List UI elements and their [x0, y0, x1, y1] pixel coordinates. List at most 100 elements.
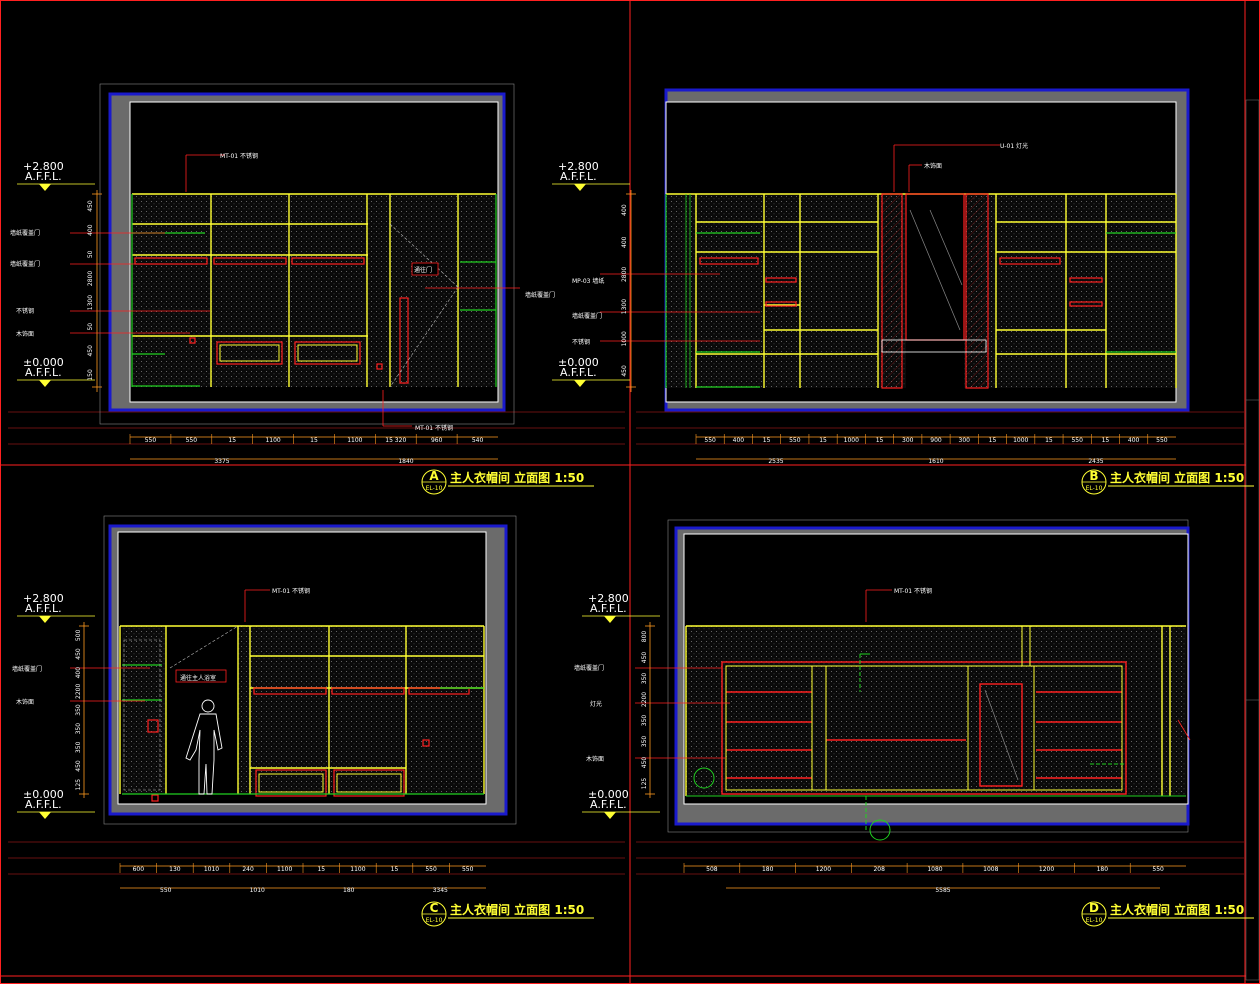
horizontal-dim-label: 15 [763, 437, 771, 444]
vertical-dim-label: 2200 [641, 692, 648, 707]
horizontal-dim-label: 400 [1128, 437, 1140, 444]
annotation-label: MT-01 不锈钢 [220, 152, 258, 160]
level-markers: +2.800A.F.F.L.±0.000A.F.F.L.+2.800A.F.F.… [17, 160, 660, 819]
view-title: 主人衣帽间 立面图 1:50 [1110, 470, 1244, 485]
view-titles: A EL-10 主人衣帽间 立面图 1:50 B EL-10 主人衣帽间 立面图 1:50… [421, 469, 1254, 927]
horizontal-dim-total: 3345 [433, 887, 448, 894]
horizontal-dim-label: 550 [789, 437, 801, 444]
view-marker-letter: A [429, 469, 439, 483]
level-triangle [574, 380, 586, 387]
annotation-label: 不锈钢 [16, 307, 34, 315]
view-marker-letter: C [430, 901, 439, 915]
level-afl: A.F.F.L. [590, 798, 627, 811]
vertical-dim-label: 800 [641, 631, 648, 643]
horizontal-dim-total: 2435 [1088, 458, 1103, 465]
horizontal-dim-label: 208 [873, 866, 885, 873]
level-afl: A.F.F.L. [560, 170, 597, 183]
level-triangle [39, 380, 51, 387]
level-afl: A.F.F.L. [25, 602, 62, 615]
view-title: 主人衣帽间 立面图 1:50 [1110, 902, 1244, 917]
horizontal-dim-label: 600 [133, 866, 145, 873]
elevation-panel-b [600, 88, 1190, 460]
annotation-label: MP-03 墙纸 [572, 277, 604, 285]
horizontal-dim-label: 300 [959, 437, 971, 444]
horizontal-dim-label: 15 [989, 437, 997, 444]
level-triangle [574, 184, 586, 191]
annotation-label: U-01 灯光 [1000, 142, 1028, 150]
horizontal-dim-label: 15 320 [385, 437, 406, 444]
level-afl: A.F.F.L. [25, 798, 62, 811]
horizontal-dim-label: 1000 [1013, 437, 1028, 444]
horizontal-dim-label: 400 [733, 437, 745, 444]
vertical-dim-label: 450 [87, 200, 94, 212]
horizontal-dim-total: 3375 [214, 458, 229, 465]
elevation-panel-c [70, 515, 517, 889]
horizontal-dim-label: 15 [1045, 437, 1053, 444]
horizontal-dim-label: 1200 [816, 866, 831, 873]
level-value: ±0.000 [588, 788, 629, 801]
vertical-dim-label: 50 [87, 323, 94, 331]
human-figure [185, 699, 223, 795]
view-title: 主人衣帽间 立面图 1:50 [450, 470, 584, 485]
annotation-label: MT-01 不锈钢 [272, 587, 310, 595]
horizontal-dim-label: 15 [819, 437, 827, 444]
vertical-dim-label: 400 [87, 224, 94, 236]
horizontal-dim-label: 1008 [983, 866, 998, 873]
horizontal-dim-label: 1100 [350, 866, 365, 873]
level-afl: A.F.F.L. [590, 602, 627, 615]
horizontal-dim-label: 1200 [1039, 866, 1054, 873]
level-value: +2.800 [558, 160, 599, 173]
vertical-dim-label: 1000 [621, 331, 628, 346]
horizontal-dim-label: 960 [431, 437, 443, 444]
horizontal-dim-label: 15 [317, 866, 325, 873]
horizontal-dim-label: 1100 [265, 437, 280, 444]
vertical-dim-label: 400 [621, 204, 628, 216]
view-marker-code: EL-10 [426, 485, 443, 492]
horizontal-dim-label: 15 [310, 437, 318, 444]
level-triangle [604, 616, 616, 623]
vertical-dim-label: 1300 [87, 295, 94, 310]
level-triangle [39, 616, 51, 623]
vertical-dim-label: 450 [75, 760, 82, 772]
vertical-dim-label: 1300 [621, 299, 628, 314]
vertical-dim-label: 500 [75, 629, 82, 641]
horizontal-dim-label: 1100 [347, 437, 362, 444]
vertical-dim-label: 400 [621, 236, 628, 248]
vertical-dim-label: 125 [75, 779, 82, 791]
vertical-dim-label: 450 [87, 345, 94, 357]
horizontal-dim-total: 1840 [398, 458, 413, 465]
elevation-panel-a [70, 83, 520, 460]
view-title: 主人衣帽间 立面图 1:50 [450, 902, 584, 917]
annotation-label: 墙纸覆盖门 [525, 291, 555, 299]
vertical-dim-label: 400 [75, 667, 82, 679]
horizontal-dim-label: 550 [1152, 866, 1164, 873]
view-marker-letter: D [1089, 901, 1099, 915]
annotation-label: 墙纸覆盖门 [572, 312, 602, 320]
view-marker-letter: B [1089, 469, 1098, 483]
horizontal-dim-label: 550 [704, 437, 716, 444]
horizontal-dim-total: 1010 [250, 887, 265, 894]
horizontal-dim-label: 15 [876, 437, 884, 444]
level-triangle [604, 812, 616, 819]
horizontal-dim-label: 300 [902, 437, 914, 444]
view-marker-code: EL-10 [426, 917, 443, 924]
annotation-label: 木饰面 [16, 698, 34, 706]
annotation-label: 灯光 [590, 700, 602, 708]
level-value: ±0.000 [23, 356, 64, 369]
view-marker-code: EL-10 [1086, 485, 1103, 492]
horizontal-dim-label: 550 [145, 437, 157, 444]
horizontal-dim-label: 550 [1156, 437, 1168, 444]
vertical-dim-label: 350 [75, 723, 82, 735]
annotation-label: MT-01 不锈钢 [894, 587, 932, 595]
horizontal-dim-label: 550 [462, 866, 474, 873]
vertical-dim-label: 450 [641, 757, 648, 769]
horizontal-dim-total: 180 [343, 887, 355, 894]
vertical-dimensions: 4504005028001300504501504004002800130010… [75, 200, 648, 790]
vertical-dim-label: 2200 [75, 684, 82, 699]
level-value: +2.800 [588, 592, 629, 605]
horizontal-dim-label: 180 [1097, 866, 1109, 873]
vertical-dim-label: 350 [641, 736, 648, 748]
horizontal-dim-label: 130 [169, 866, 181, 873]
